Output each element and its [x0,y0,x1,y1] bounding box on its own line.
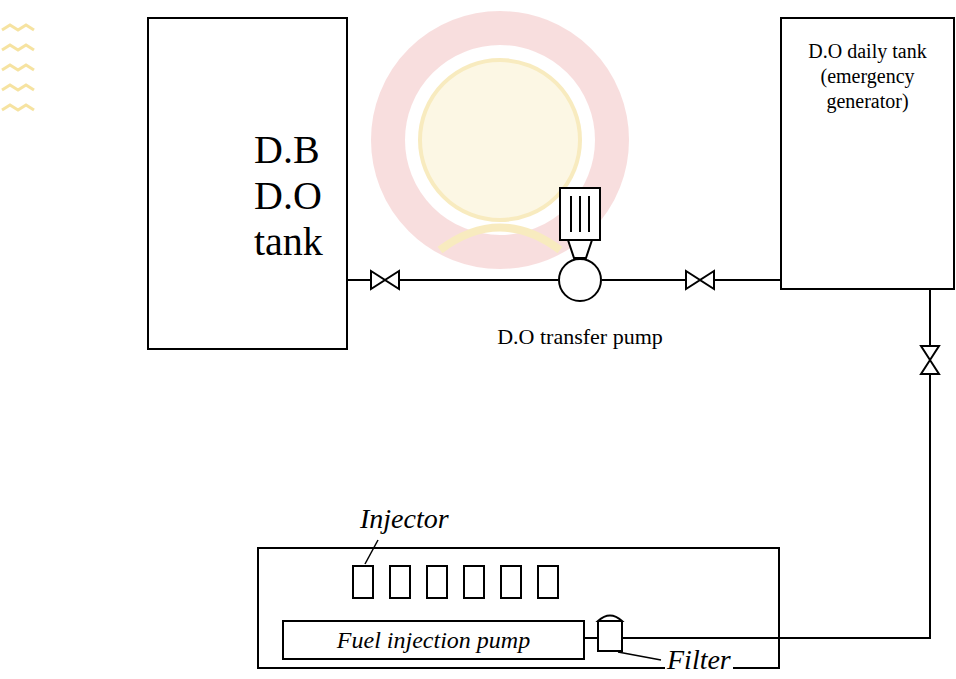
transfer-pump-text: D.O transfer pump [497,324,663,350]
injector-symbol [390,566,410,598]
motor-coupling [568,240,592,258]
storage-tank: D.B D.O tank [147,17,348,350]
filter: Filter [597,614,623,652]
watermark-wave [2,65,34,70]
watermark-wave [2,45,34,50]
filter-cap [598,616,622,622]
watermark-waves [2,25,34,110]
leader-line [365,540,378,564]
valve-symbol [921,346,939,374]
part-label: Injector [360,503,449,535]
filter-text: Filter [665,646,733,674]
watermark-wave [2,25,34,30]
motor-line [570,196,572,232]
watermark-wave [2,105,34,110]
pump-outline [558,258,602,302]
motor-body [560,188,600,240]
fuel-injection-pump: Fuel injection pump [282,620,585,660]
injector-symbol [501,566,521,598]
pipe-line [623,290,930,638]
pump-circle [559,259,601,301]
injector-symbol [427,566,447,598]
daily-tank: D.O daily tank (emergency generator) [780,17,955,290]
watermark-logo [388,28,612,252]
filter-body [598,621,622,651]
watermark-anchor [440,228,560,251]
filter-outline [597,614,623,652]
injector-symbol [353,566,373,598]
valve-symbol [921,346,939,374]
valve-symbol [371,271,399,289]
motor-line [579,196,581,232]
pump-motor [560,188,600,258]
daily-tank-text: D.O daily tank (emergency generator) [794,39,941,114]
storage-tank-text: D.B D.O tank [254,127,336,265]
pipe-line [585,637,597,639]
leader-line [618,652,661,660]
valve-symbol [686,271,714,289]
fuel-injection-pump-text: Fuel injection pump [337,626,530,654]
watermark-disc [420,60,580,220]
motor-line [588,196,590,232]
injector-symbol [538,566,558,598]
watermark-wave [2,85,34,90]
transfer-pump: D.O transfer pump [558,258,602,302]
valve-symbol [371,271,399,289]
valve-symbol [686,271,714,289]
injector-row [353,566,558,598]
watermark-ring [388,28,612,252]
injector-symbol [464,566,484,598]
